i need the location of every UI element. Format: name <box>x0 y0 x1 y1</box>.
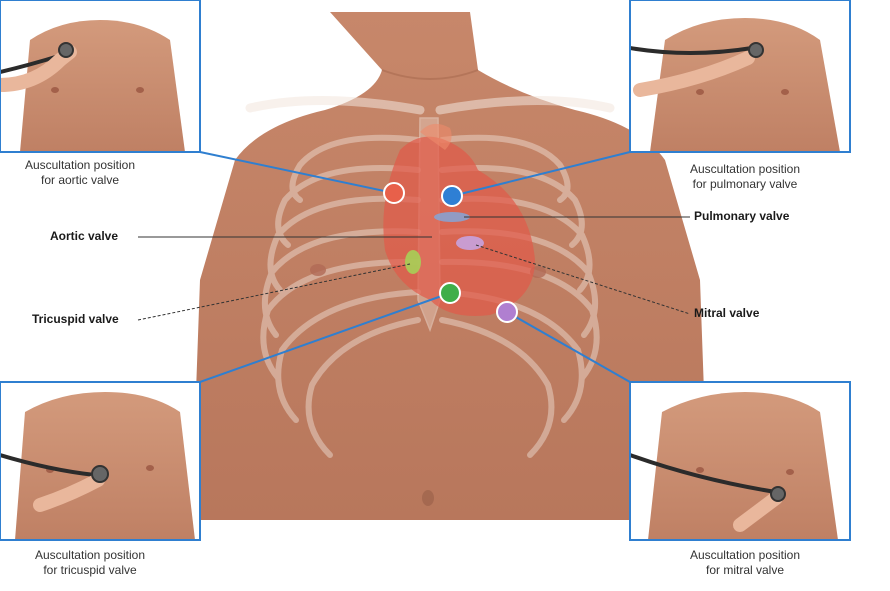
caption-aortic-line1: Auscultation position <box>0 158 160 173</box>
aortic-auscultation-point <box>384 183 404 203</box>
stethoscope-icon <box>92 466 108 482</box>
caption-mitral: Auscultation position for mitral valve <box>655 548 835 578</box>
label-tricuspid-valve: Tricuspid valve <box>32 312 119 326</box>
caption-pulmonary-line2: for pulmonary valve <box>655 177 835 192</box>
caption-aortic-line2: for aortic valve <box>0 173 160 188</box>
pulmonary-auscultation-point <box>442 186 462 206</box>
stethoscope-icon <box>59 43 73 57</box>
stethoscope-icon <box>771 487 785 501</box>
label-mitral-valve: Mitral valve <box>694 306 759 320</box>
caption-aortic: Auscultation position for aortic valve <box>0 158 160 188</box>
tricuspid-auscultation-point <box>440 283 460 303</box>
caption-pulmonary-line1: Auscultation position <box>655 162 835 177</box>
caption-pulmonary: Auscultation position for pulmonary valv… <box>655 162 835 192</box>
stethoscope-icon <box>749 43 763 57</box>
photo-aortic <box>0 0 200 152</box>
label-aortic-valve: Aortic valve <box>50 229 118 243</box>
photo-mitral <box>630 382 850 540</box>
label-pulmonary-valve: Pulmonary valve <box>694 209 789 223</box>
caption-mitral-line1: Auscultation position <box>655 548 835 563</box>
mitral-valve-marker <box>456 236 484 250</box>
caption-tricuspid: Auscultation position for tricuspid valv… <box>5 548 175 578</box>
photo-pulmonary <box>630 0 850 152</box>
caption-tricuspid-line2: for tricuspid valve <box>5 563 175 578</box>
mitral-auscultation-point <box>497 302 517 322</box>
tricuspid-valve-marker <box>405 250 421 274</box>
caption-tricuspid-line1: Auscultation position <box>5 548 175 563</box>
caption-mitral-line2: for mitral valve <box>655 563 835 578</box>
photo-tricuspid <box>0 382 200 540</box>
